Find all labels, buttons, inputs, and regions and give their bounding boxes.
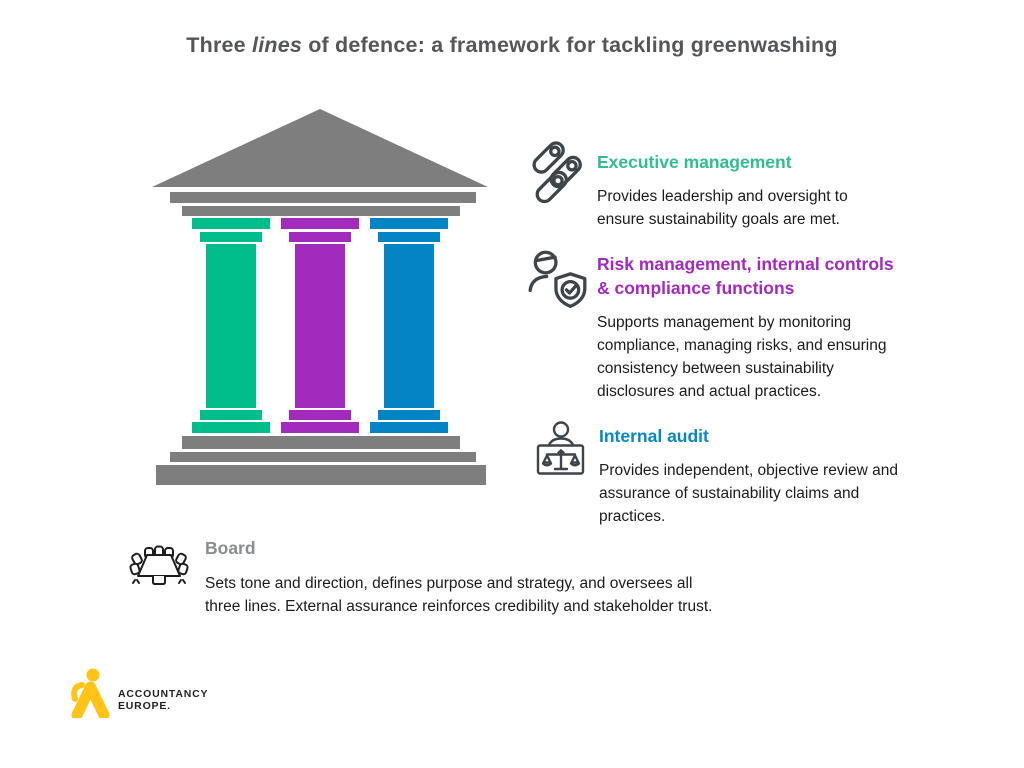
logo-wordmark: ACCOUNTANCY EUROPE.	[118, 688, 208, 713]
page-title: Three lines of defence: a framework for …	[0, 33, 1024, 58]
boardroom-table-icon	[129, 545, 189, 585]
pillar-green	[192, 218, 270, 433]
pillar-purple	[281, 218, 359, 433]
section-heading-board: Board	[205, 538, 256, 558]
section-board: Board Sets tone and direction, defines p…	[205, 536, 865, 618]
logo-line2: EUROPE.	[118, 700, 171, 712]
entablature-bar-1	[170, 192, 476, 203]
pediment-triangle	[152, 109, 488, 187]
section-risk-management: Risk management, internal controls & com…	[597, 252, 1007, 403]
step-bar-1	[182, 436, 460, 449]
person-shield-check-icon	[528, 250, 587, 309]
auditor-scales-icon	[536, 421, 585, 475]
pillar-blue	[370, 218, 448, 433]
entablature-bar-2	[182, 206, 460, 216]
section-body-executive-management: Provides leadership and oversight to ens…	[597, 188, 848, 228]
title-part2: of defence: a framework for tackling gre…	[302, 33, 838, 57]
title-italic-word: lines	[252, 33, 303, 57]
accountancy-europe-logo: ACCOUNTANCY EUROPE.	[68, 668, 208, 718]
temple-illustration	[152, 109, 488, 485]
title-part1: Three	[186, 33, 253, 57]
section-internal-audit: Internal audit Provides independent, obj…	[599, 424, 1009, 528]
section-body-board: Sets tone and direction, defines purpose…	[205, 575, 713, 615]
logo-person-icon	[71, 668, 110, 718]
section-body-risk-management: Supports management by monitoring compli…	[597, 314, 887, 400]
temple-structure	[152, 109, 488, 485]
section-executive-management: Executive management Provides leadership…	[597, 150, 997, 231]
section-body-internal-audit: Provides independent, objective review a…	[599, 462, 898, 525]
section-heading-risk-management: Risk management, internal controls & com…	[597, 254, 894, 298]
section-heading-internal-audit: Internal audit	[599, 426, 709, 446]
logo-line1: ACCOUNTANCY	[118, 687, 209, 700]
org-hierarchy-icon	[532, 141, 582, 203]
section-heading-executive-management: Executive management	[597, 152, 792, 172]
step-bar-3	[156, 465, 486, 485]
step-bar-2	[170, 452, 476, 462]
